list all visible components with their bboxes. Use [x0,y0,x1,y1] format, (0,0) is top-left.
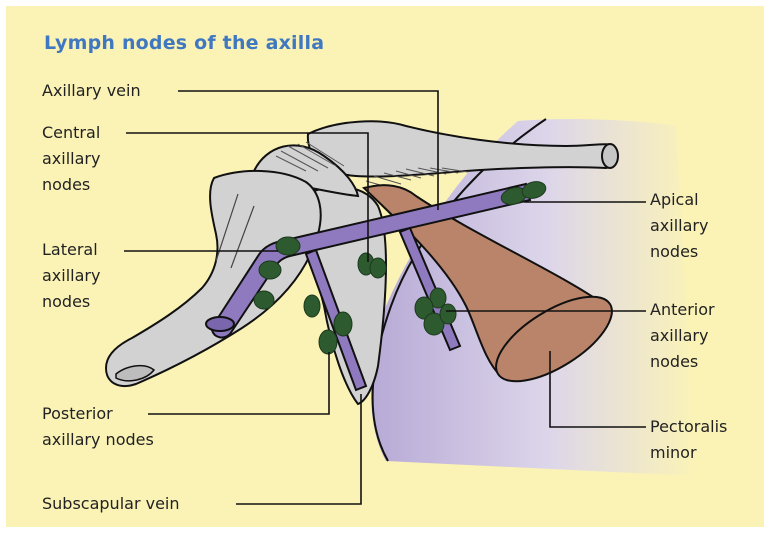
label-posterior-axillary-nodes: Posterior axillary nodes [42,401,154,453]
label-central-axillary-nodes: Central axillary nodes [42,120,100,198]
label-lateral-axillary-nodes: Lateral axillary nodes [42,237,100,315]
label-subscapular-vein: Subscapular vein [42,491,180,517]
label-anterior-axillary-nodes: Anterior axillary nodes [650,297,715,375]
diagram-title: Lymph nodes of the axilla [44,32,324,54]
diagram-panel: Lymph nodes of the axilla Axillary vein … [6,6,764,527]
humerus [106,171,321,386]
label-pectoralis-minor: Pectoralis minor [650,414,727,466]
label-apical-axillary-nodes: Apical axillary nodes [650,187,708,265]
label-axillary-vein: Axillary vein [42,78,141,104]
